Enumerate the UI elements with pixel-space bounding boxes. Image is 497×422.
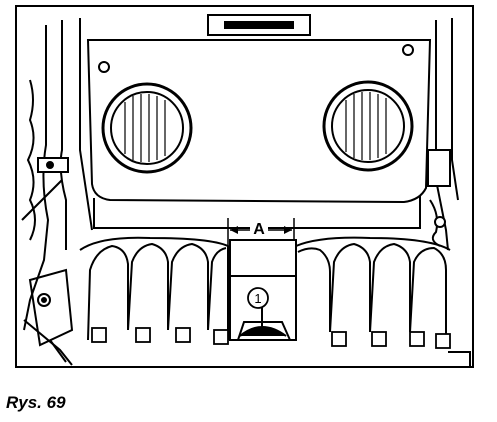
figure-caption: Rys. 69 (6, 393, 66, 412)
left-radiator-structure (21, 18, 93, 366)
callout-label: 1 (254, 291, 261, 306)
bottom-right-bracket (448, 351, 471, 366)
drawing-frame (15, 5, 474, 368)
right-headlight (322, 80, 414, 172)
top-emblem (207, 14, 311, 36)
left-headlight (101, 82, 193, 174)
central-latch (229, 239, 297, 341)
callout-1: 1 (247, 287, 269, 309)
dimension-label: A (253, 221, 265, 238)
grille-clips (91, 327, 451, 349)
grille-slats (79, 236, 451, 341)
technical-drawing: A (15, 5, 474, 368)
right-side-structure (427, 18, 459, 251)
